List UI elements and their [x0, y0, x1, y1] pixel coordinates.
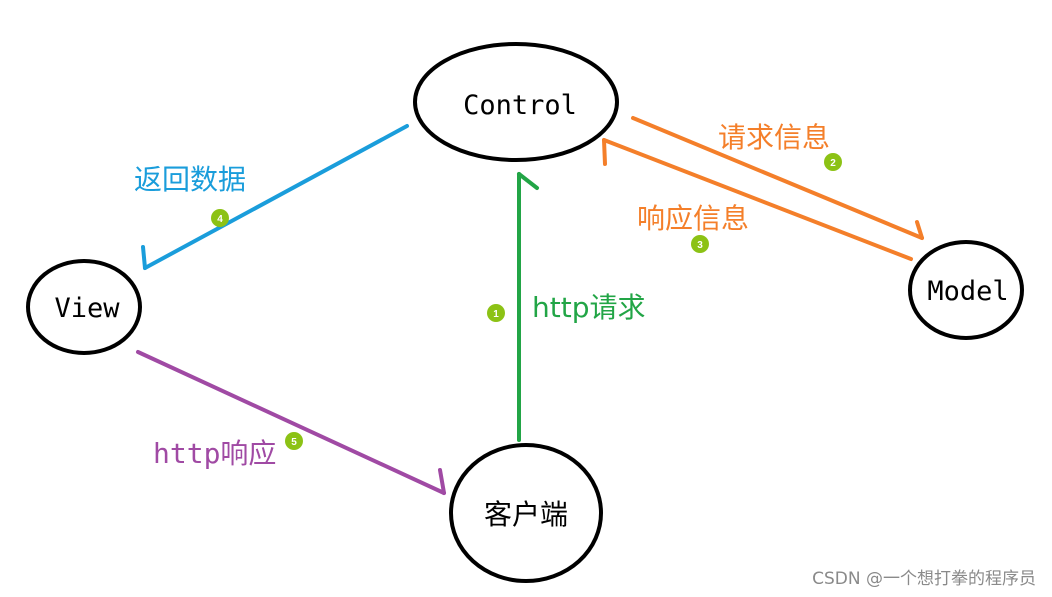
edge-return-data-label: 返回数据 [134, 163, 246, 196]
step-badge-4: 4 [211, 209, 229, 227]
node-client: 客户端 [449, 443, 603, 583]
edge-http-response-label: http响应 [153, 437, 276, 470]
edge-http-response: http响应 5 [136, 350, 446, 495]
edge-request-info-label: 请求信息 [718, 121, 830, 154]
edge-response-info-label: 响应信息 [637, 202, 749, 235]
step-badge-1-number: 1 [493, 309, 499, 320]
step-badge-2: 2 [824, 153, 842, 171]
node-control-label: Control [463, 90, 577, 121]
step-badge-3-number: 3 [697, 240, 703, 251]
node-client-label: 客户端 [484, 498, 568, 531]
step-badge-2-number: 2 [830, 158, 836, 169]
edge-return-data: 返回数据 4 [134, 124, 409, 270]
node-view: View [26, 259, 142, 355]
node-control: Control [413, 42, 619, 162]
edge-http-request: http请求 1 [487, 172, 645, 442]
node-model-label: Model [927, 276, 1008, 307]
step-badge-3: 3 [691, 235, 709, 253]
step-badge-1: 1 [487, 304, 505, 322]
node-model: Model [908, 240, 1024, 340]
edge-request-info: 请求信息 2 [631, 116, 924, 240]
step-badge-5: 5 [285, 432, 303, 450]
edge-response-info: 响应信息 3 [602, 138, 913, 261]
edge-http-request-label: http请求 [532, 291, 645, 324]
step-badge-5-number: 5 [291, 437, 297, 448]
step-badge-4-number: 4 [217, 214, 223, 225]
node-view-label: View [54, 293, 120, 324]
watermark-text: CSDN @一个想打拳的程序员 [812, 569, 1036, 589]
